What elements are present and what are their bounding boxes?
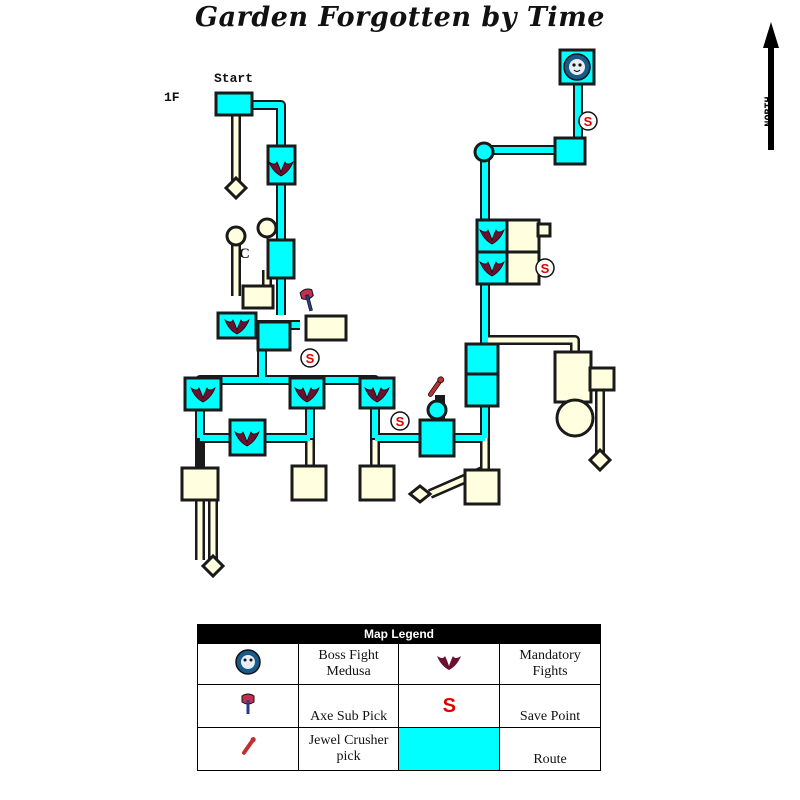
axe-icon xyxy=(241,693,255,714)
compass-label: NORTH xyxy=(763,96,775,127)
bat-icon xyxy=(437,655,462,670)
legend-boss-icon-cell xyxy=(197,643,299,685)
room-southeast xyxy=(463,468,501,506)
legend-mandatory-label: Mandatory Fights xyxy=(499,643,601,685)
room-east-bat xyxy=(358,376,396,410)
room-mid-north xyxy=(266,238,296,280)
dead-end-markers xyxy=(200,175,613,579)
room-tower-side-2 xyxy=(505,250,541,286)
room-east-annex-b xyxy=(588,366,616,392)
room-c-label: C xyxy=(239,246,250,262)
legend-axe-label: Axe Sub Pick xyxy=(297,684,400,728)
axe-icon xyxy=(299,288,314,312)
north-arrow-icon xyxy=(763,22,779,150)
save-point-icon: S xyxy=(442,694,456,717)
legend-boss-label: Boss Fight Medusa xyxy=(297,643,400,685)
room-east-small xyxy=(304,314,348,342)
legend-save-label: Save Point xyxy=(499,684,601,728)
round-room-north-node xyxy=(473,141,495,163)
legend-save-icon-cell: S xyxy=(398,684,501,728)
legend-jewel-icon-cell xyxy=(197,727,299,771)
jewel-crusher-icon xyxy=(241,736,256,755)
room-tower-bat-1 xyxy=(475,218,509,254)
medusa-boss-icon xyxy=(563,53,591,81)
room-west-big xyxy=(183,376,223,412)
room-tower-side-1 xyxy=(505,218,541,254)
start-room xyxy=(214,91,254,117)
save-point-icon xyxy=(578,111,598,131)
jewel-crusher-icon xyxy=(428,376,445,397)
mandatory-fight-markers xyxy=(190,161,505,447)
legend-route-label: Route xyxy=(499,727,601,771)
legend-axe-icon-cell xyxy=(197,684,299,728)
room-east-gate-b xyxy=(464,372,500,408)
room-southwest xyxy=(180,466,220,502)
save-point-icon xyxy=(300,348,320,368)
floor-label: 1F xyxy=(164,90,180,105)
round-rooms xyxy=(225,141,595,438)
room-mid-bat xyxy=(288,376,326,410)
route-swatch xyxy=(398,727,501,771)
round-room-c xyxy=(225,225,247,247)
round-room-east xyxy=(555,398,595,438)
room-c xyxy=(241,284,275,310)
map-legend: Map Legend Boss Fight Medusa Mandatory F… xyxy=(197,624,601,771)
save-point-icon xyxy=(390,411,410,431)
save-point-icon xyxy=(535,258,555,278)
round-room-c2 xyxy=(256,217,278,239)
start-label: Start xyxy=(214,71,254,86)
room-east-gate xyxy=(464,342,500,376)
rooms xyxy=(180,48,616,506)
room-junction xyxy=(256,320,292,352)
map-title: Garden Forgotten by Time xyxy=(195,2,605,33)
compass: NORTH xyxy=(757,96,777,130)
room-tower-bat-2 xyxy=(475,250,509,286)
legend-jewel-label: Jewel Crusher pick xyxy=(297,727,400,771)
round-room-gem xyxy=(426,399,448,421)
legend-bat-icon-cell xyxy=(398,643,501,685)
room-south-a xyxy=(290,464,328,502)
legend-header: Map Legend xyxy=(197,624,601,644)
room-center-bat xyxy=(228,418,267,457)
room-gem xyxy=(418,418,456,458)
room-south-b xyxy=(358,464,396,502)
room-ne-hub xyxy=(553,136,587,166)
medusa-boss-icon xyxy=(235,648,261,675)
room-east-annex xyxy=(553,350,593,404)
